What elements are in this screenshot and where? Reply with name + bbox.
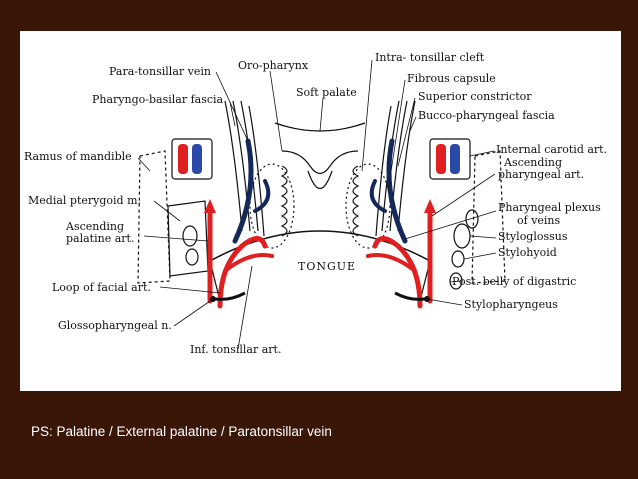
- leader-para-tonsillar-vein: [215, 71, 249, 142]
- label-oro-pharynx: Oro-pharynx: [238, 59, 309, 72]
- right-tonsil: [345, 163, 391, 249]
- right-wall-4: [375, 105, 392, 237]
- left-paratonsillar-vein: [232, 138, 254, 244]
- label-fibrous-capsule: Fibrous capsule: [407, 72, 496, 85]
- label-tongue: TONGUE: [298, 260, 357, 273]
- label-bucco-pharyngeal-fascia: Bucco-pharyngeal fascia: [418, 109, 555, 122]
- right-extra-oval: [465, 209, 479, 229]
- right-facial-art-loop: [372, 236, 423, 309]
- label-ascending-pharyngeal-1: Ascending: [504, 156, 563, 169]
- right-vein-branch: [369, 179, 387, 213]
- right-ramus-mandible: [471, 150, 506, 284]
- leader-pharyngeal-plexus: [404, 210, 497, 240]
- slide-caption: PS: Palatine / External palatine / Parat…: [31, 424, 332, 439]
- right-stylohyoid-oval: [451, 250, 465, 268]
- label-pharyngeal-plexus-2: of veins: [517, 214, 561, 227]
- right-stylopharyngeus: [394, 291, 426, 301]
- label-soft-palate: Soft palate: [296, 86, 357, 99]
- oropharynx-outline: [281, 150, 359, 175]
- leader-styloglossus: [469, 235, 497, 239]
- left-vein-branch: [253, 179, 271, 213]
- leader-medial-pterygoid: [153, 200, 181, 222]
- diagram-panel: Para-tonsillar vein Oro-pharynx Intra- t…: [20, 31, 621, 391]
- label-pharyngo-basilar-fascia: Pharyngo-basilar fascia: [92, 93, 224, 106]
- label-intra-tonsillar-cleft: Intra- tonsillar cleft: [375, 51, 485, 64]
- right-tonsil-folds: [352, 165, 360, 237]
- leader-stylopharyngeus: [426, 298, 463, 306]
- label-pharyngeal-plexus-1: Pharyngeal plexus: [498, 201, 601, 214]
- left-inf-tonsillar-art: [223, 253, 274, 273]
- left-ramus-mandible: [137, 150, 171, 284]
- leader-digastric: [449, 280, 463, 283]
- left-facial-art-loop: [217, 236, 268, 309]
- left-carotid-blue: [192, 144, 202, 174]
- label-styloglossus: Styloglossus: [498, 230, 568, 243]
- right-paratonsillar-vein: [386, 138, 408, 244]
- left-styloglossus-oval: [182, 225, 198, 247]
- label-loop-of-facial-art: Loop of facial art.: [52, 281, 151, 294]
- leader-fibrous-capsule: [387, 79, 406, 192]
- leader-ramus: [137, 157, 151, 172]
- left-wall-1: [224, 100, 243, 232]
- label-ascending-palatine-2: palatine art.: [66, 232, 135, 245]
- label-superior-constrictor: Superior constrictor: [418, 90, 532, 103]
- right-wall-1: [397, 100, 416, 232]
- right-carotid-blue: [450, 144, 460, 174]
- leader-loop-facial: [159, 286, 221, 294]
- tonsil-bed-diagram: [137, 59, 506, 350]
- leader-soft-palate: [319, 97, 324, 132]
- label-ramus-of-mandible: Ramus of mandible: [24, 150, 132, 163]
- label-inf-tonsillar-art: Inf. tonsillar art.: [190, 343, 282, 356]
- right-wall-2: [389, 100, 408, 232]
- left-glossopharyngeal-nerve: [214, 291, 246, 301]
- leader-superior-constrictor: [397, 97, 416, 167]
- left-tonsil-folds: [280, 165, 288, 237]
- right-styloglossus-oval: [453, 223, 471, 249]
- leader-oro-pharynx: [269, 70, 283, 152]
- right-ascending-pharyngeal-arrow: [424, 199, 436, 213]
- label-post-belly-digastric: Post. belly of digastric: [452, 275, 577, 288]
- leader-glossopharyngeal: [173, 298, 214, 327]
- right-art-branch: [366, 253, 417, 273]
- label-stylopharyngeus: Stylopharyngeus: [464, 298, 558, 311]
- left-stylohyoid-oval: [185, 248, 199, 266]
- leader-pharyngo-basilar: [229, 101, 236, 127]
- leader-stylohyoid: [463, 252, 497, 260]
- left-carotid-red: [178, 144, 188, 174]
- label-glossopharyngeal-n: Glossopharyngeal n.: [58, 319, 172, 332]
- label-ascending-pharyngeal-2: pharyngeal art.: [498, 168, 585, 181]
- leader-inf-tonsillar: [237, 265, 253, 350]
- leader-bucco-pharyngeal: [409, 116, 417, 132]
- right-carotid-red: [436, 144, 446, 174]
- label-para-tonsillar-vein: Para-tonsillar vein: [109, 65, 211, 78]
- leader-ascending-pharyngeal: [431, 173, 496, 217]
- label-stylohyoid: Stylohyoid: [498, 246, 557, 259]
- label-internal-carotid-art: Internal carotid art.: [496, 143, 608, 156]
- left-tonsil: [249, 163, 295, 249]
- leader-intra-tonsillar-cleft: [361, 59, 373, 172]
- leader-internal-carotid: [469, 150, 495, 157]
- uvula: [307, 170, 333, 190]
- left-wall-4: [248, 105, 265, 237]
- left-ascending-palatine-arrow: [204, 199, 216, 213]
- label-medial-pterygoid: Medial pterygoid m.: [28, 194, 141, 207]
- label-ascending-palatine-1: Ascending: [66, 220, 125, 233]
- leader-ascending-palatine: [143, 235, 209, 242]
